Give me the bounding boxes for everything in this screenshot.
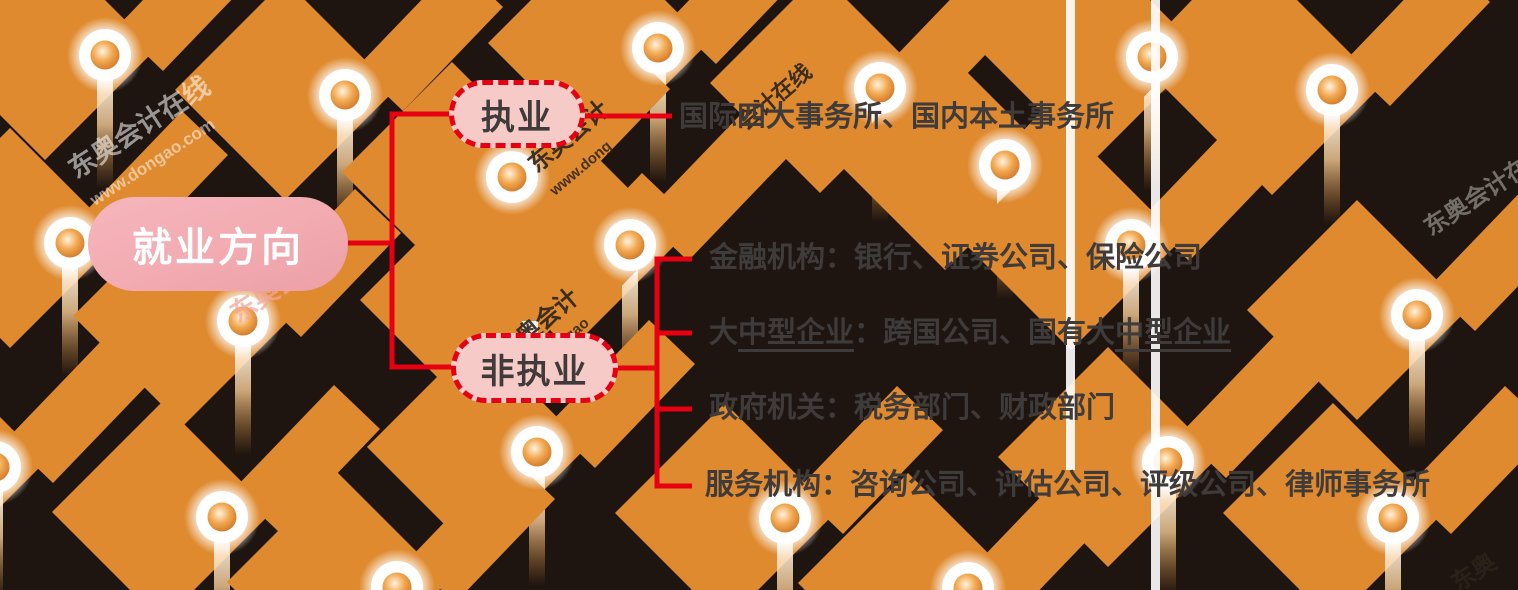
leaf-text-underlined: 中型企业 bbox=[1115, 317, 1232, 352]
leaf-text: 国际四大事务所、国内本土事务所 bbox=[679, 101, 1115, 133]
root-node: 就业方向 bbox=[88, 197, 348, 291]
pattern-seam-stripe bbox=[1151, 0, 1160, 590]
root-node-label: 就业方向 bbox=[132, 226, 304, 270]
leaf-text: ：跨国公司、国有大 bbox=[854, 317, 1116, 349]
leaf-item-financial: 金融机构：银行、证券公司、保险公司 bbox=[709, 237, 1202, 279]
leaf-text: 金融机构：银行、证券公司、保险公司 bbox=[709, 242, 1203, 274]
leaf-text: 政府机关：税务部门、财政部门 bbox=[709, 392, 1116, 424]
branch-node-label: 执业 bbox=[481, 98, 553, 137]
leaf-item-government: 政府机关：税务部门、财政部门 bbox=[709, 387, 1115, 429]
leaf-item-services: 服务机构：咨询公司、评估公司、评级公司、律师事务所 bbox=[705, 464, 1430, 506]
leaf-text: 服务机构：咨询公司、评估公司、评级公司、律师事务所 bbox=[705, 469, 1431, 501]
leaf-item-enterprises: 大中型企业：跨国公司、国有大中型企业 bbox=[709, 312, 1232, 354]
branch-node-label: 非执业 bbox=[480, 352, 589, 391]
leaf-text-underlined: 中型企业 bbox=[738, 317, 855, 352]
leaf-text: 大 bbox=[709, 317, 739, 349]
connector-branches bbox=[389, 111, 452, 370]
branch-node-zhiye: 执业 bbox=[449, 80, 585, 148]
pattern-seam-stripe bbox=[1066, 0, 1075, 470]
branch-node-feizhiye: 非执业 bbox=[451, 333, 618, 403]
leaf-item-zhiye-firms: 国际四大事务所、国内本土事务所 bbox=[679, 96, 1114, 138]
connector-feizhiye-items bbox=[654, 256, 692, 489]
